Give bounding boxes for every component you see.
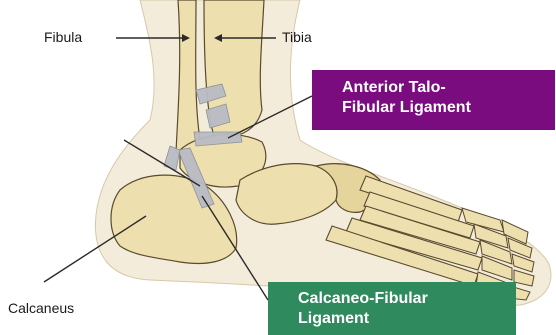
anterior-talo-fibular-callout: Anterior Talo- Fibular Ligament — [312, 70, 555, 130]
callout-line: Calcaneo-Fibular — [298, 289, 516, 309]
calcaneus-label: Calcaneus — [8, 301, 74, 315]
calcaneo-fibular-callout: Calcaneo-Fibular Ligament — [268, 282, 516, 335]
tibia-label: Tibia — [282, 30, 312, 44]
callout-line: Fibular Ligament — [342, 98, 555, 118]
fibula-label: Fibula — [44, 30, 82, 44]
callout-line: Ligament — [298, 309, 516, 329]
callout-line: Anterior Talo- — [342, 78, 555, 98]
